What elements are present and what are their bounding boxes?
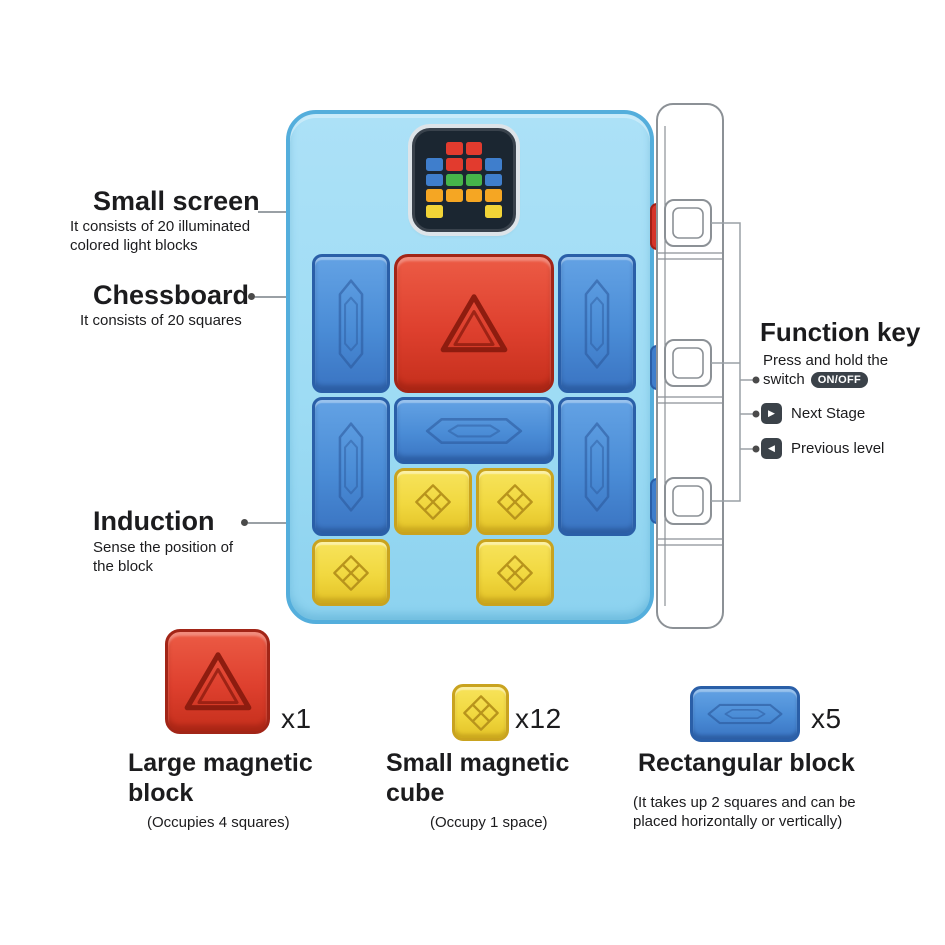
triangle-ornament [184, 651, 251, 710]
screen-pixel-blue [485, 157, 502, 171]
screen-pixel-yellow [485, 205, 502, 218]
arrow-ornament [338, 278, 364, 369]
screen-pixel-blue [426, 173, 443, 187]
blue-block [312, 254, 390, 393]
induction-label: Induction [93, 506, 215, 536]
blue-block [558, 254, 636, 393]
screen-pixel-off [426, 142, 443, 155]
function-key-button [664, 477, 712, 525]
screen-pixel-grid [426, 142, 502, 218]
screen-pixel-orange [465, 189, 483, 203]
rectangular-block-note: (It takes up 2 squares and can be placed… [633, 794, 856, 831]
screen-pixel-red [445, 142, 463, 155]
rectangular-block-image [690, 686, 800, 742]
screen-pixel-orange [426, 189, 443, 203]
large-block-note: (Occupies 4 squares) [147, 814, 290, 831]
diamond-x-ornament [497, 483, 533, 520]
small-cube-title: Small magnetic cube [386, 749, 570, 807]
blue-block [558, 397, 636, 536]
screen-pixel-red [465, 157, 483, 171]
screen-pixel-off [466, 205, 483, 218]
large-block-count: x1 [281, 703, 312, 734]
arrow-ornament [584, 278, 610, 369]
previous-level-label: Previous level [791, 440, 885, 457]
screen-pixel-orange [485, 189, 502, 203]
lozenge-ornament [707, 703, 783, 725]
small-screen [412, 128, 516, 232]
leader-dot-previous [752, 445, 760, 453]
small-magnetic-cube [476, 468, 554, 535]
screen-pixel-blue [426, 157, 443, 171]
screen-pixel-red [445, 157, 463, 171]
screen-pixel-off [446, 205, 463, 218]
screen-pixel-green [445, 173, 463, 187]
rectangular-block [394, 397, 554, 464]
rectangular-block-title: Rectangular block [638, 749, 855, 777]
function-key-bracket [711, 222, 753, 502]
switch-text: switch [763, 371, 805, 388]
device-side-view [656, 103, 760, 629]
small-magnetic-cube [476, 539, 554, 606]
large-magnetic-block [394, 254, 554, 393]
function-key-button [664, 339, 712, 387]
leader-line-induction [248, 522, 303, 524]
next-stage-row: ▶ Next Stage [761, 403, 865, 424]
puzzle-device [286, 110, 665, 624]
small-cube-count: x12 [515, 703, 562, 734]
arrow-ornament [338, 421, 364, 512]
onoff-badge: ON/OFF [810, 371, 869, 388]
next-stage-label: Next Stage [791, 405, 866, 422]
blue-block [312, 397, 390, 536]
triangle-ornament [440, 293, 508, 352]
function-key-button [664, 199, 712, 247]
screen-pixel-off [485, 142, 502, 155]
screen-pixel-yellow [426, 205, 443, 218]
diamond-x-ornament [462, 694, 499, 731]
leader-dot-chessboard [248, 293, 255, 300]
leader-line-chessboard [255, 296, 310, 298]
arrow-ornament [584, 421, 610, 512]
small-magnetic-cube [394, 468, 472, 535]
next-stage-icon: ▶ [761, 403, 782, 424]
chessboard-desc: It consists of 20 squares [80, 312, 242, 329]
previous-level-row: ◀ Previous level [761, 438, 884, 459]
large-block-title: Large magnetic block [128, 749, 313, 807]
leader-dot-induction [241, 519, 248, 526]
function-key-desc-line2: switch ON/OFF [763, 371, 869, 388]
screen-pixel-blue [485, 173, 502, 187]
diamond-x-ornament [497, 554, 533, 591]
screen-pixel-red [465, 142, 483, 155]
function-key-title: Function key [760, 317, 921, 347]
leader-line-small-screen [258, 211, 294, 213]
small-screen-label: Small screen [93, 186, 260, 216]
lozenge-ornament [425, 417, 523, 444]
diamond-x-ornament [333, 554, 369, 591]
small-magnetic-cube-image [452, 684, 509, 741]
function-key-desc-line1: Press and hold the [763, 352, 889, 369]
small-cube-note: (Occupy 1 space) [430, 814, 548, 831]
leader-dot-next [752, 410, 760, 418]
chessboard-label: Chessboard [93, 280, 250, 310]
rectangular-block-count: x5 [811, 703, 842, 734]
diamond-x-ornament [415, 483, 451, 520]
previous-level-icon: ◀ [761, 438, 782, 459]
screen-pixel-orange [445, 189, 463, 203]
chessboard [310, 252, 638, 610]
small-screen-desc: It consists of 20 illuminated colored li… [70, 218, 251, 254]
small-magnetic-cube [312, 539, 390, 606]
screen-pixel-green [465, 173, 483, 187]
large-magnetic-block-image [165, 629, 270, 734]
induction-desc: Sense the position of the block [93, 539, 234, 575]
leader-dot-switch [752, 376, 760, 384]
